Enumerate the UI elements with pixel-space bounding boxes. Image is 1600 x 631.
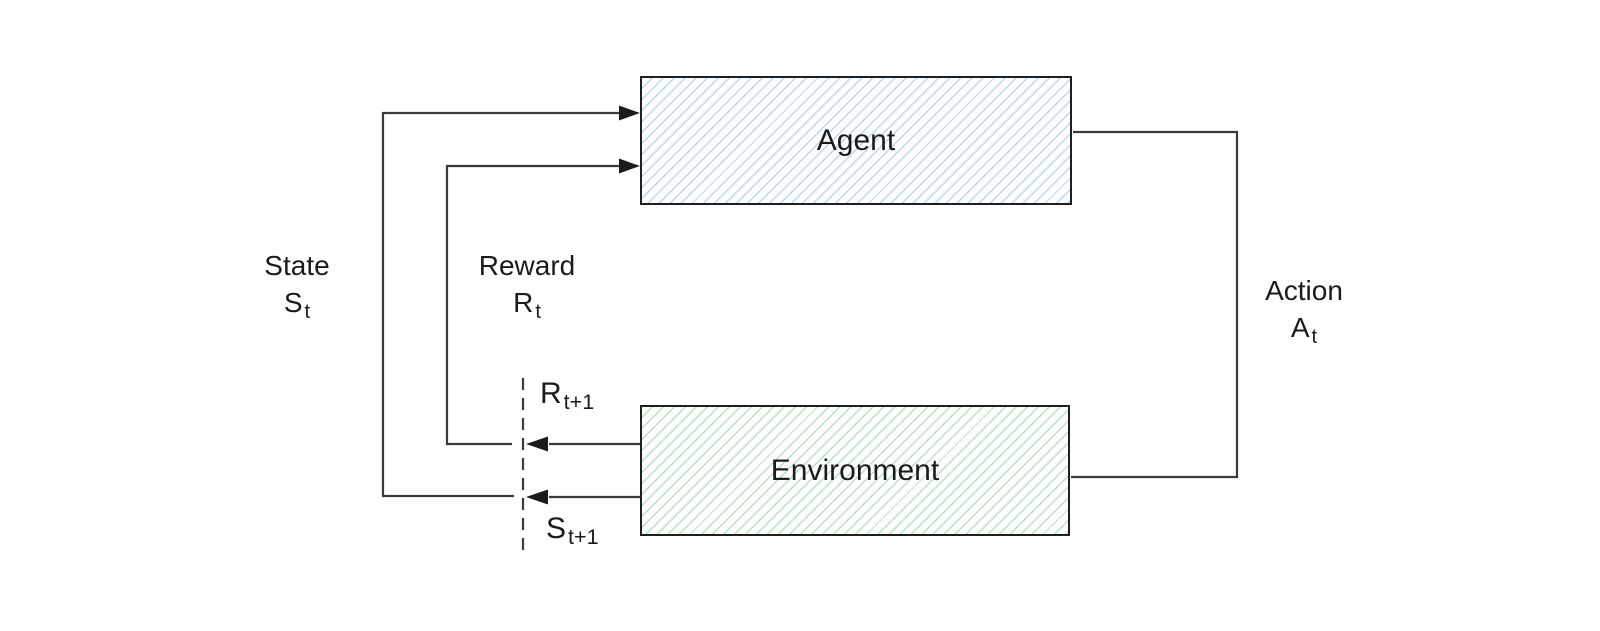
state-arrowhead-into-agent bbox=[619, 105, 640, 121]
reward-next-subscript: t+1 bbox=[563, 389, 595, 415]
environment-box-label: Environment bbox=[770, 453, 940, 487]
state-label-word: State bbox=[264, 250, 330, 281]
reward-arrowhead-left bbox=[526, 436, 548, 452]
action-label: Action At bbox=[1243, 272, 1365, 356]
action-label-subscript: t bbox=[1311, 325, 1318, 348]
reward-label-symbol: R bbox=[513, 287, 534, 318]
state-label: State St bbox=[236, 247, 358, 331]
action-line bbox=[1071, 130, 1239, 479]
state-next-symbol: S bbox=[546, 512, 567, 545]
state-next-subscript: t+1 bbox=[568, 524, 599, 550]
action-label-word: Action bbox=[1265, 275, 1343, 306]
reward-label-subscript: t bbox=[535, 300, 541, 323]
state-label-subscript: t bbox=[304, 300, 311, 323]
agent-box: Agent bbox=[640, 76, 1072, 205]
reward-label: Reward Rt bbox=[466, 247, 588, 331]
state-label-symbol: S bbox=[283, 287, 303, 318]
reward-label-word: Reward bbox=[478, 250, 576, 281]
reward-next-label: Rt+1 bbox=[540, 377, 594, 419]
state-arrowhead-left bbox=[526, 489, 548, 505]
state-line-loop bbox=[381, 111, 620, 498]
reward-arrowhead-into-agent bbox=[619, 158, 640, 174]
environment-box: Environment bbox=[640, 405, 1070, 536]
state-next-label: St+1 bbox=[546, 512, 599, 554]
reward-line-loop bbox=[445, 164, 620, 446]
reward-next-symbol: R bbox=[540, 377, 562, 410]
action-label-symbol: A bbox=[1290, 312, 1310, 343]
agent-box-label: Agent bbox=[816, 123, 896, 157]
